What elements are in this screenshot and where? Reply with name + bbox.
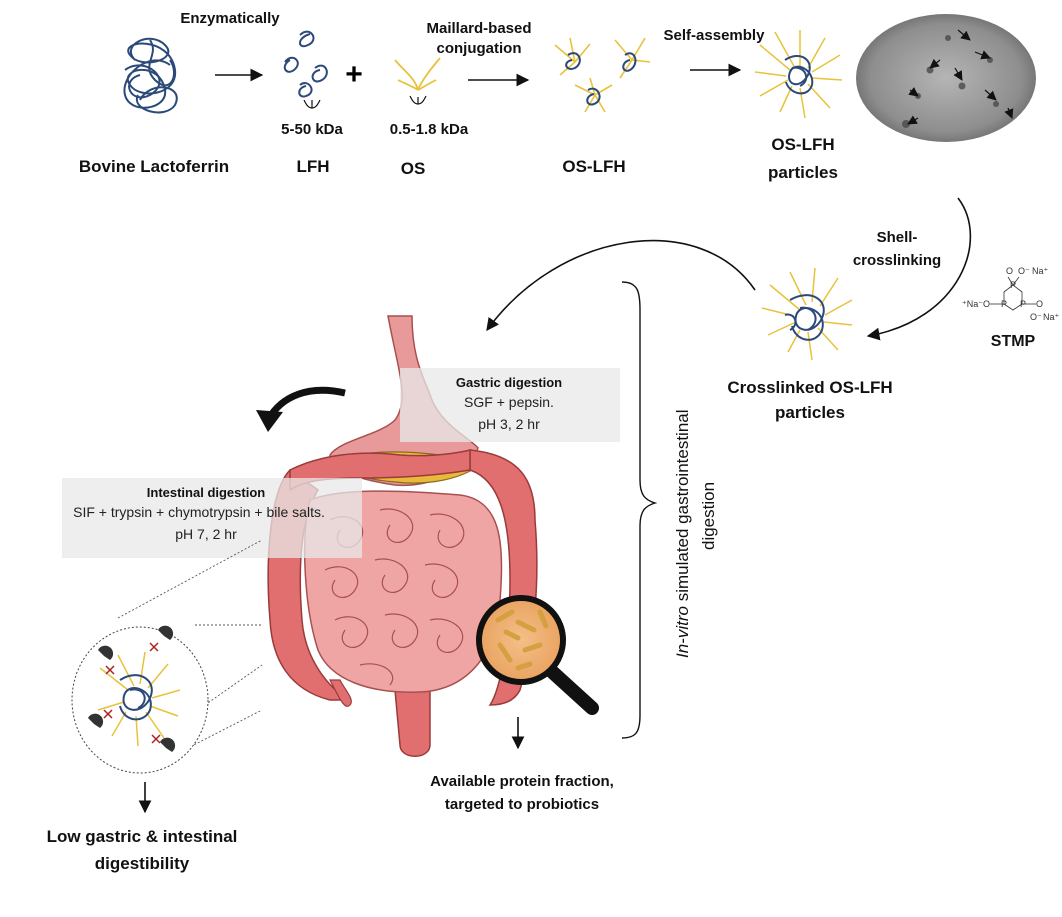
stmp-na-o: ⁺Na⁻O <box>962 299 990 309</box>
os-label: OS <box>401 159 426 178</box>
stmp-o-minus-1: O⁻ <box>1018 266 1030 276</box>
shell-crosslinking-line1: Shell- <box>877 229 918 246</box>
maillard-label-line2: conjugation <box>437 40 522 57</box>
os-size-label: 0.5-1.8 kDa <box>390 121 469 138</box>
zoom-lines <box>117 539 263 753</box>
stmp-na-2: Na⁺ <box>1043 312 1060 322</box>
stmp-na-1: Na⁺ <box>1032 266 1049 276</box>
gastric-digestion-title: Gastric digestion <box>456 375 562 390</box>
side-label-line1: In-vitro simulated gastrointestinal <box>673 409 692 658</box>
plus-sign: + <box>345 58 363 91</box>
curved-arrow-head <box>256 410 283 432</box>
os-lfh-conjugates <box>554 37 651 113</box>
available-fraction-line1: Available protein fraction, <box>430 773 614 790</box>
digestion-bracket <box>621 281 658 739</box>
gastric-digestion-box <box>400 368 620 442</box>
os-lfh-particles-label-line2: particles <box>768 163 838 182</box>
crosslinked-particle <box>761 267 853 361</box>
lfh-label: LFH <box>296 157 329 176</box>
os-brace <box>409 95 427 105</box>
magnifying-glass-icon <box>476 595 599 715</box>
os-lfh-label: OS-LFH <box>562 157 625 176</box>
tem-micrograph <box>856 14 1036 142</box>
side-label-rest: simulated gastrointestinal <box>673 409 692 606</box>
available-fraction-line2: targeted to probiotics <box>445 796 599 813</box>
zoom-particle-inset <box>71 625 209 774</box>
stmp-p-2: P <box>1001 299 1007 309</box>
self-assembly-label: Self-assembly <box>664 27 766 44</box>
os-structure <box>394 57 441 91</box>
stmp-o-minus-2: O⁻ <box>1030 312 1042 322</box>
stmp-structure <box>990 276 1036 311</box>
intestinal-digestion-title: Intestinal digestion <box>147 485 266 500</box>
bovine-lactoferrin-label: Bovine Lactoferrin <box>79 157 229 176</box>
lfh-size-label: 5-50 kDa <box>281 121 343 138</box>
crosslinked-label-line1: Crosslinked OS-LFH <box>727 378 892 397</box>
low-digestibility-line1: Low gastric & intestinal <box>47 827 238 846</box>
stmp-o-1: O <box>1006 266 1013 276</box>
gastric-digestion-line2: pH 3, 2 hr <box>478 416 540 432</box>
bovine-lactoferrin-structure <box>123 37 178 114</box>
side-label-group: In-vitro simulated gastrointestinal <box>673 409 692 658</box>
stmp-p-1: P <box>1010 280 1016 290</box>
os-lfh-particle <box>754 30 843 119</box>
arrow-crosslinking <box>866 197 972 341</box>
stmp-label: STMP <box>991 333 1036 350</box>
side-label-line2: digestion <box>699 482 718 550</box>
intestinal-digestion-box <box>62 478 362 558</box>
stmp-o-2: O <box>1036 299 1043 309</box>
enzymatically-label: Enzymatically <box>180 10 280 27</box>
side-label-italic: In-vitro <box>673 606 692 658</box>
maillard-label-line1: Maillard-based <box>426 20 531 37</box>
side-label-group-2: digestion <box>699 482 718 550</box>
crosslinked-label-line2: particles <box>775 403 845 422</box>
intestinal-digestion-line2: pH 7, 2 hr <box>175 526 237 542</box>
low-digestibility-line2: digestibility <box>95 854 190 873</box>
gastric-digestion-line1: SGF + pepsin. <box>464 394 554 410</box>
stmp-p-3: P <box>1020 299 1026 309</box>
lfh-brace <box>303 99 321 109</box>
arrow-to-digestion <box>486 239 756 332</box>
lfh-fragments <box>283 30 328 98</box>
os-lfh-particles-label-line1: OS-LFH <box>771 135 834 154</box>
shell-crosslinking-line2: crosslinking <box>853 252 941 269</box>
intestinal-digestion-line1: SIF + trypsin + chymotrypsin + bile salt… <box>73 504 325 520</box>
